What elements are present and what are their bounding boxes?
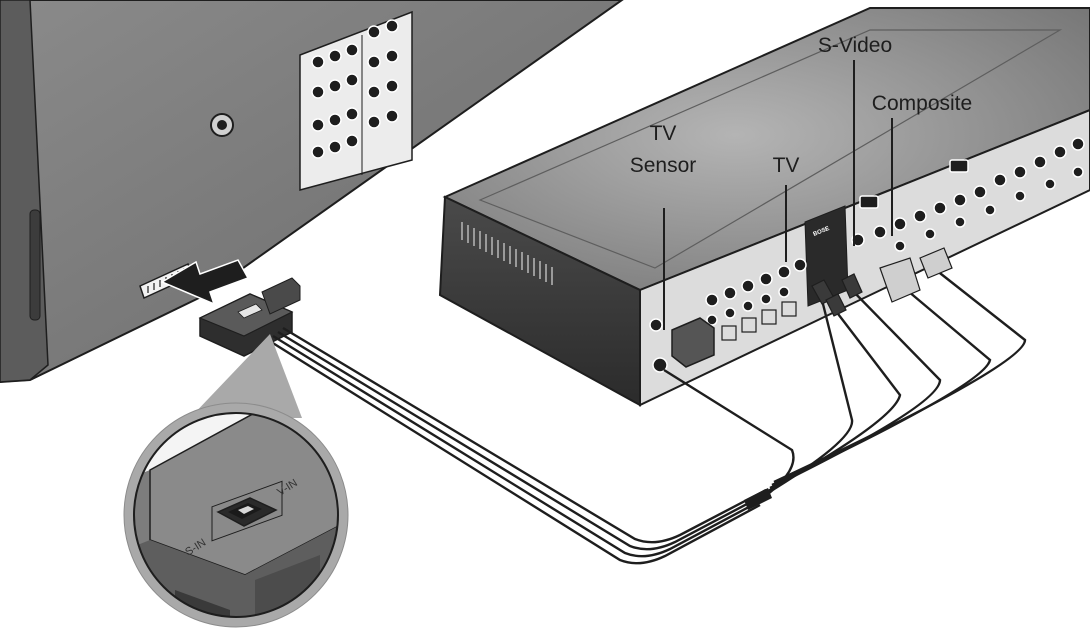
media-console: BOSE [438,7,1090,407]
callout-lines [663,60,893,330]
label-s-video: S-Video [818,34,892,57]
insert-arrow-icon [160,259,250,306]
brand-logo: BOSE [813,226,831,238]
label-tv-sensor-line2: Sensor [630,154,697,177]
cable-tie [744,488,772,510]
console-jacks-right [851,137,1085,252]
tv-sensor-module [671,317,715,368]
vent-grille [461,222,553,285]
tv-jack-panel [299,10,413,191]
console-jacks-left [649,258,807,373]
cable-bundle [267,269,1027,565]
label-tv-sensor-line1: TV [650,122,677,145]
tv-back-panel [0,0,624,384]
label-tv: TV [773,154,800,177]
label-composite: Composite [872,92,972,115]
cable-plugs [811,247,953,317]
zoom-callout: S-IN V-IN [123,334,349,628]
adapter-switch-icon [237,303,263,319]
